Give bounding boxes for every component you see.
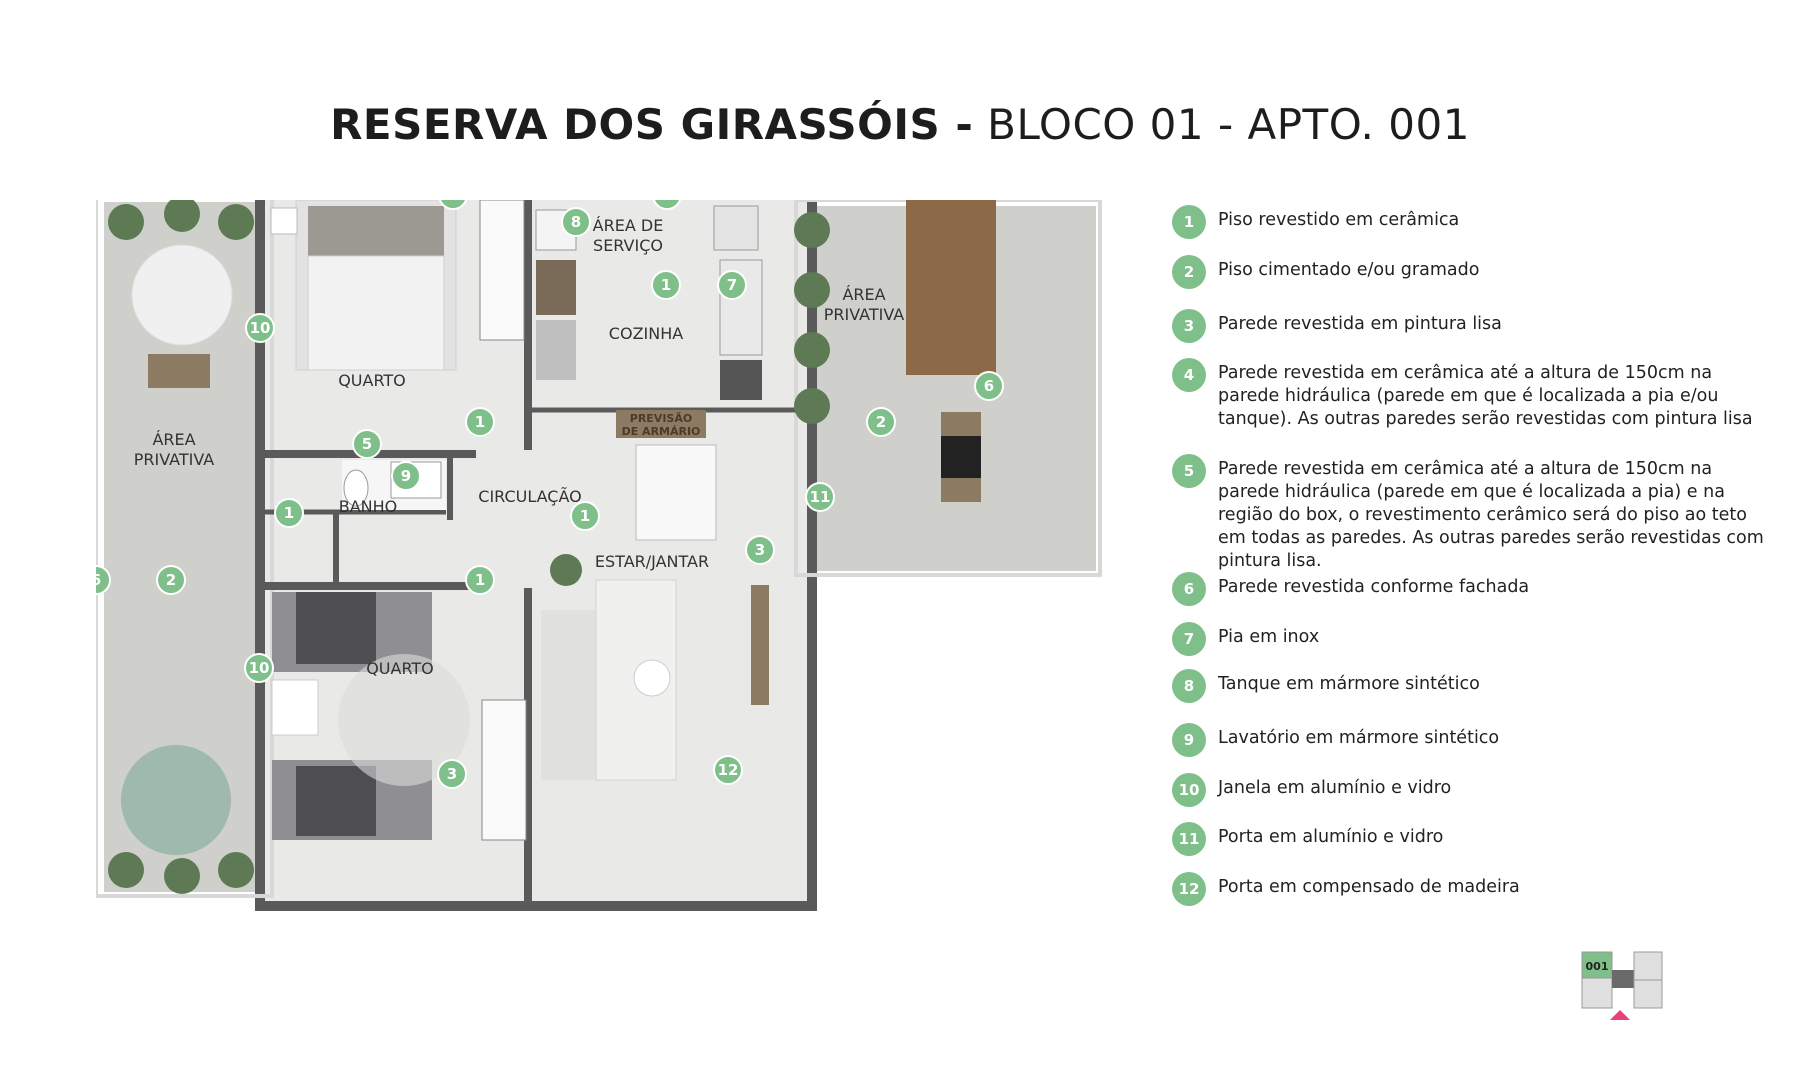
- legend-number: 3: [1172, 309, 1206, 343]
- room-label-area-privativa-left-1: ÁREA: [152, 430, 195, 449]
- legend-text: Pia em inox: [1218, 627, 1320, 647]
- room-label-cozinha: COZINHA: [609, 324, 683, 343]
- svg-text:3: 3: [448, 200, 458, 204]
- legend-number: 4: [1172, 358, 1206, 392]
- legend-number: 6: [1172, 572, 1206, 606]
- room-label-circulacao: CIRCULAÇÃO: [478, 487, 581, 506]
- svg-text:6: 6: [96, 571, 101, 589]
- key-plan: 001: [1581, 951, 1663, 1020]
- legend-text: Parede revestida em pintura lisa: [1218, 314, 1502, 334]
- legend-number: 8: [1172, 669, 1206, 703]
- legend-item-4: 4 Parede revestida em cerâmica até a alt…: [1172, 358, 1778, 431]
- legend-number: 2: [1172, 255, 1206, 289]
- room-label-banho: BANHO: [339, 497, 398, 516]
- room-label-area-servico-1: ÁREA DE: [593, 216, 664, 235]
- svg-text:1: 1: [475, 413, 485, 431]
- svg-text:2: 2: [166, 571, 176, 589]
- svg-text:12: 12: [718, 761, 739, 779]
- svg-text:10: 10: [249, 659, 270, 677]
- legend-number: 12: [1172, 872, 1206, 906]
- legend-item-1: 1 Piso revestido em cerâmica: [1172, 205, 1778, 239]
- plan-badge: 3 4 8 1 7 10 1 5 9 1 1 3 6 2 1 10 3 12 2…: [96, 200, 1004, 789]
- legend-item-5: 5 Parede revestida em cerâmica até a alt…: [1172, 454, 1778, 573]
- legend-number: 9: [1172, 723, 1206, 757]
- legend-text: Parede revestida em cerâmica até a altur…: [1218, 363, 1753, 429]
- legend-item-8: 8 Tanque em mármore sintético: [1172, 669, 1778, 703]
- legend-number: 10: [1172, 773, 1206, 807]
- svg-text:1: 1: [284, 504, 294, 522]
- room-label-area-privativa-right-1: ÁREA: [842, 285, 885, 304]
- legend-text: Parede revestida conforme fachada: [1218, 577, 1530, 597]
- legend-text: Lavatório em mármore sintético: [1218, 728, 1500, 748]
- room-label-area-privativa-right-2: PRIVATIVA: [824, 305, 905, 324]
- previsao-armario-line2: DE ARMÁRIO: [622, 425, 701, 438]
- svg-text:9: 9: [401, 467, 411, 485]
- room-label-estar-jantar: ESTAR/JANTAR: [595, 552, 709, 571]
- title-unit: BLOCO 01 - APTO. 001: [987, 100, 1470, 149]
- legend-text: Tanque em mármore sintético: [1218, 674, 1480, 694]
- page-title: RESERVA DOS GIRASSÓIS - BLOCO 01 - APTO.…: [0, 100, 1800, 149]
- legend-item-7: 7 Pia em inox: [1172, 622, 1778, 656]
- svg-text:6: 6: [984, 377, 994, 395]
- svg-text:1: 1: [475, 571, 485, 589]
- legend-text: Porta em alumínio e vidro: [1218, 827, 1444, 847]
- svg-text:3: 3: [447, 765, 457, 783]
- svg-text:3: 3: [755, 541, 765, 559]
- legend-text: Porta em compensado de madeira: [1218, 877, 1520, 897]
- previsao-armario-line1: PREVISÃO: [630, 412, 692, 425]
- svg-text:11: 11: [810, 488, 831, 506]
- room-label-area-privativa-left-2: PRIVATIVA: [134, 450, 215, 469]
- legend-item-10: 10 Janela em alumínio e vidro: [1172, 773, 1778, 807]
- legend-item-11: 11 Porta em alumínio e vidro: [1172, 822, 1778, 856]
- legend-text: Janela em alumínio e vidro: [1218, 778, 1452, 798]
- svg-text:1: 1: [661, 276, 671, 294]
- legend-text: Parede revestida em cerâmica até a altur…: [1218, 459, 1764, 571]
- legend-text: Piso cimentado e/ou gramado: [1218, 260, 1480, 280]
- legend-text: Piso revestido em cerâmica: [1218, 210, 1460, 230]
- svg-text:10: 10: [250, 319, 271, 337]
- title-project: RESERVA DOS GIRASSÓIS -: [330, 100, 974, 149]
- svg-text:2: 2: [876, 413, 886, 431]
- legend-number: 7: [1172, 622, 1206, 656]
- legend-number: 11: [1172, 822, 1206, 856]
- legend-item-9: 9 Lavatório em mármore sintético: [1172, 723, 1778, 757]
- floor-plan: PREVISÃO DE ARMÁRIO ÁREA PRIVATIVA ÁREA …: [96, 200, 1102, 911]
- legend-number: 1: [1172, 205, 1206, 239]
- room-label-quarto-top: QUARTO: [338, 371, 406, 390]
- keyplan-unit-label: 001: [1586, 960, 1609, 973]
- svg-text:7: 7: [727, 276, 737, 294]
- legend-item-12: 12 Porta em compensado de madeira: [1172, 872, 1778, 906]
- svg-text:4: 4: [662, 200, 672, 204]
- svg-text:5: 5: [362, 435, 372, 453]
- svg-text:1: 1: [580, 507, 590, 525]
- legend-item-3: 3 Parede revestida em pintura lisa: [1172, 309, 1778, 343]
- room-label-quarto-bottom: QUARTO: [366, 659, 434, 678]
- svg-text:8: 8: [571, 213, 581, 231]
- legend-item-2: 2 Piso cimentado e/ou gramado: [1172, 255, 1778, 289]
- legend-number: 5: [1172, 454, 1206, 488]
- keyplan-marker: [1610, 1010, 1630, 1020]
- legend-item-6: 6 Parede revestida conforme fachada: [1172, 572, 1778, 606]
- room-label-area-servico-2: SERVIÇO: [593, 236, 663, 255]
